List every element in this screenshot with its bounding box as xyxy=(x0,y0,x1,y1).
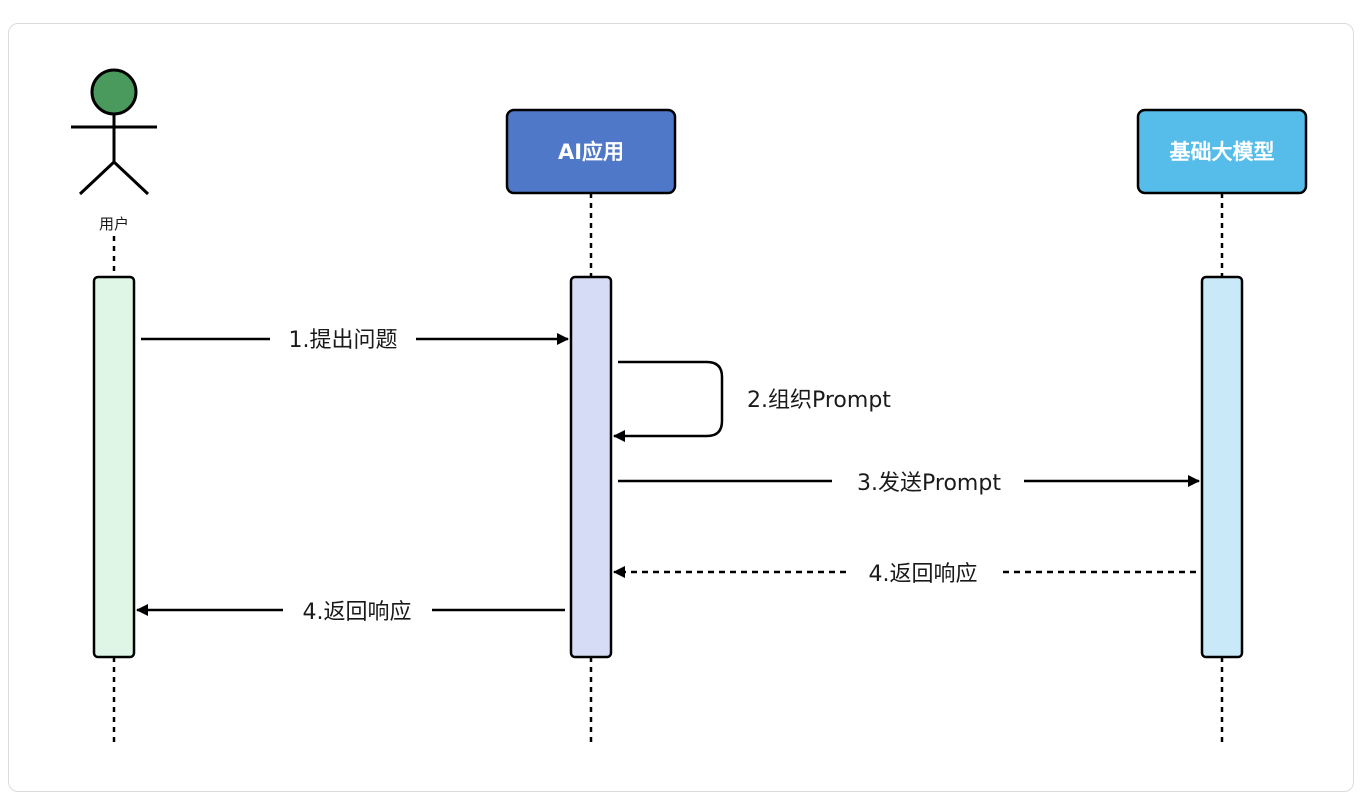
message-1: 1.提出问题 xyxy=(141,328,569,353)
message-3: 3.发送Prompt xyxy=(618,471,1200,496)
model-box xyxy=(1136,108,1308,195)
model-label: 基础大模型 xyxy=(1170,140,1275,164)
message-3-label: 3.发送Prompt xyxy=(857,471,1001,496)
message-4a-label: 4.返回响应 xyxy=(869,562,978,587)
app-participant: AI应用 xyxy=(505,108,677,195)
user-actor: 用户 xyxy=(71,68,157,233)
app-activation-bar xyxy=(569,275,613,659)
user-activation-bar xyxy=(92,275,136,659)
app-box xyxy=(505,108,677,195)
message-4-return-to-user: 4.返回响应 xyxy=(136,600,565,625)
message-4b-label: 4.返回响应 xyxy=(303,600,412,625)
message-2-label: 2.组织Prompt xyxy=(747,388,891,413)
diagram-frame xyxy=(8,23,1354,792)
model-activation-bar xyxy=(1200,275,1244,659)
model-participant: 基础大模型 xyxy=(1136,108,1308,195)
message-2: 2.组织Prompt xyxy=(613,360,891,442)
user-head xyxy=(90,68,138,116)
app-label: AI应用 xyxy=(558,140,624,164)
message-4-return-to-app: 4.返回响应 xyxy=(613,562,1196,587)
user-label: 用户 xyxy=(99,215,129,233)
message-1-label: 1.提出问题 xyxy=(289,328,398,353)
